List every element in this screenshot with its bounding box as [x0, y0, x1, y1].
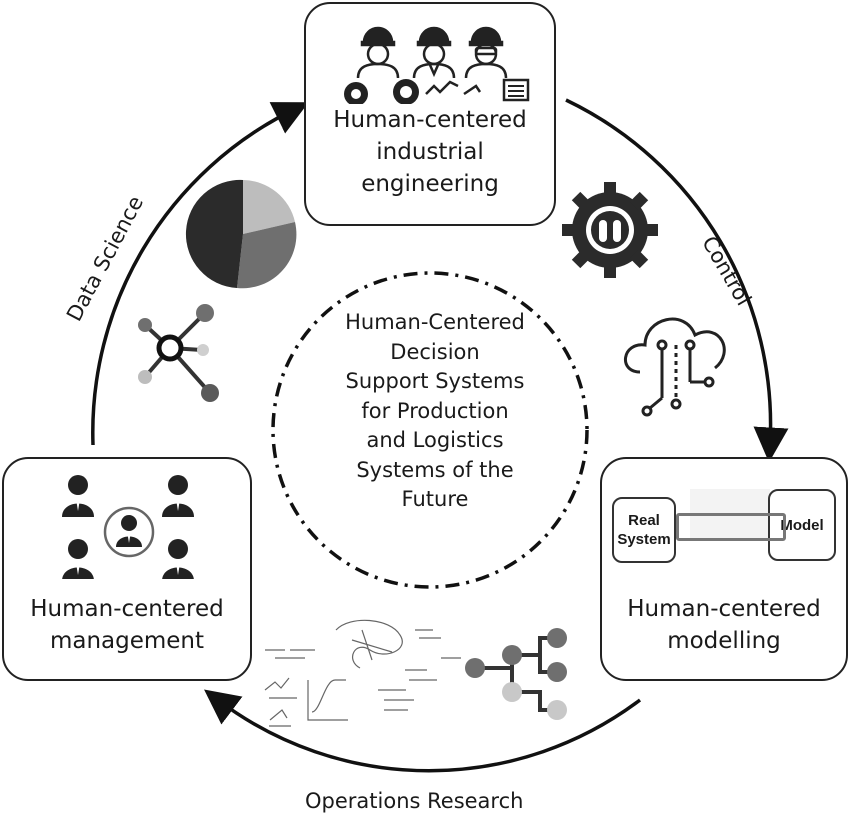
- tree-graph-icon: [465, 628, 567, 720]
- model-box: Model: [768, 489, 836, 561]
- modelling-box: Real System Model Human-centered modelli…: [600, 457, 848, 681]
- math-sketch-icon: [264, 619, 461, 727]
- worker-helmet-icon: [344, 26, 530, 104]
- data-science-arrow: [91, 102, 309, 446]
- cloud-circuit-icon: [623, 317, 726, 417]
- operations-research-label: Operations Research: [305, 789, 524, 813]
- control-arrow: [565, 98, 789, 463]
- management-box: Human-centered management: [2, 457, 252, 681]
- center-title: Human-Centered Decision Support Systems …: [345, 310, 525, 511]
- network-node-icon: [138, 304, 219, 402]
- gear-icon: [344, 78, 530, 104]
- modelling-label: Human-centered modelling: [627, 596, 821, 654]
- real-system-box: Real System: [612, 497, 676, 563]
- robot-gear-icon: [562, 182, 658, 278]
- people-network-icon: [62, 475, 194, 579]
- industrial-engineering-label: Human-centered industrial engineering: [333, 107, 527, 197]
- pie-chart-icon: [185, 179, 297, 289]
- center-circle: [271, 271, 589, 589]
- operations-research-arrow: [204, 689, 642, 773]
- real-to-model-frame: [676, 513, 786, 541]
- industrial-engineering-box: Human-centered industrial engineering: [304, 2, 556, 226]
- management-label: Human-centered management: [30, 596, 224, 654]
